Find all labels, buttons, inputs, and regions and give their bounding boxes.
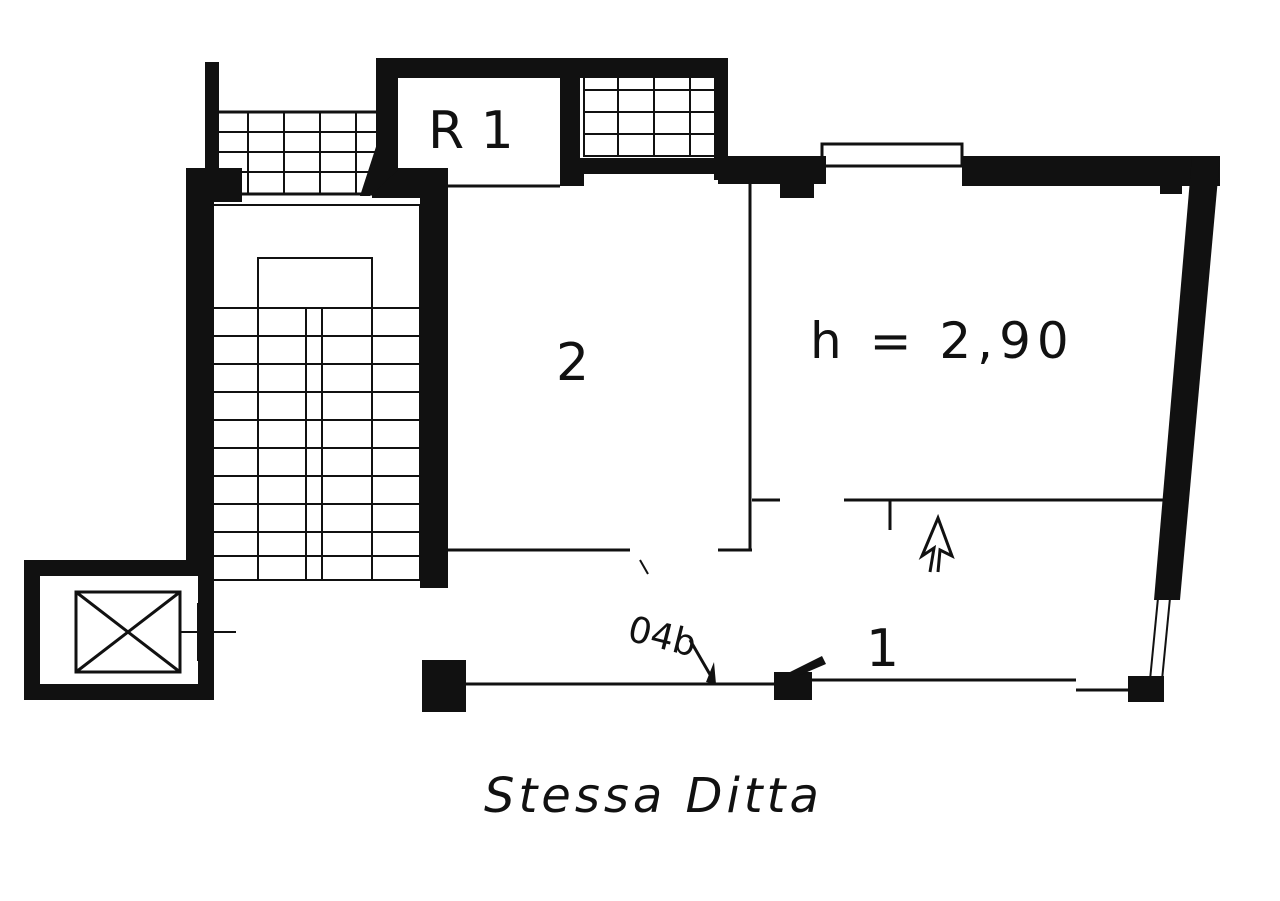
main-room: h = 2,90	[752, 142, 1220, 702]
service-stair	[583, 60, 728, 180]
elevator	[24, 560, 236, 700]
room-2: 2	[448, 156, 826, 552]
plan-caption: Stessa Ditta	[484, 768, 823, 824]
entry-arrow-icon	[918, 513, 955, 573]
stairwell	[186, 62, 448, 588]
stair-steps	[211, 204, 421, 581]
room-r1-label: R 1	[428, 101, 514, 161]
height-label: h = 2,90	[810, 312, 1075, 370]
room-1-label: 1	[866, 619, 899, 679]
room-2-label: 2	[556, 333, 589, 393]
corridor: 04b 1	[422, 559, 1130, 712]
door-code-label: 04b	[624, 609, 701, 665]
room-r1: R 1	[376, 58, 728, 188]
